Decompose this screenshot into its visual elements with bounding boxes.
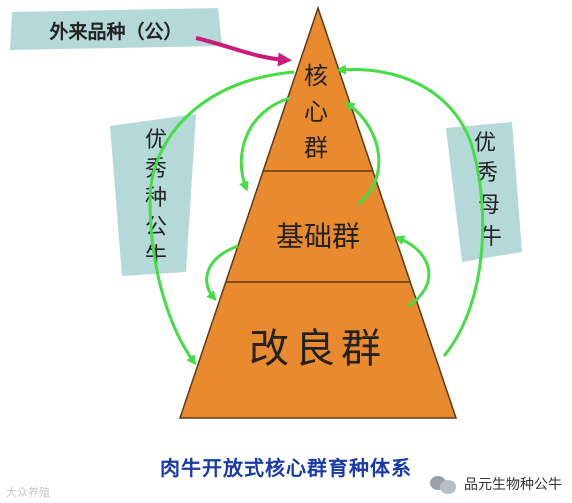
watermark-right: 品元生物种公牛 — [430, 474, 562, 494]
foreign-bull-label: 外来品种（公） — [49, 20, 182, 43]
elite-cow-char-2: 秀 — [476, 161, 498, 186]
core-group-label-2: 心 — [304, 98, 328, 126]
arrow-improve-to-base-right — [394, 235, 431, 308]
elite-bull-char-3: 种 — [145, 186, 167, 211]
elite-bull-char-2: 秀 — [145, 157, 167, 182]
elite-cow-char-1: 优 — [474, 131, 496, 156]
arrow-core-to-base-left — [239, 96, 291, 192]
improve-group-label: 改良群 — [249, 326, 387, 372]
watermark-left: 大众养殖 — [6, 486, 50, 499]
elite-bull-box — [110, 114, 196, 276]
diagram-caption: 肉牛开放式核心群育种体系 — [160, 456, 412, 480]
arrow-base-to-improve-left — [205, 244, 239, 302]
core-group-label-1: 核 — [304, 62, 328, 90]
arrow-base-to-core-right — [344, 101, 381, 206]
elite-cow-char-4: 牛 — [480, 225, 502, 250]
arrow-improve-to-core-right — [336, 64, 485, 357]
foreign-bull-box — [10, 8, 222, 50]
elite-bull-char-4: 公 — [145, 215, 167, 240]
base-group-label: 基础群 — [276, 220, 360, 253]
arrow-core-to-improve-left — [148, 70, 295, 366]
watermark-right-text: 品元生物种公牛 — [464, 477, 562, 493]
wechat-icon — [430, 474, 458, 494]
pyramid — [178, 5, 458, 419]
elite-cow-box — [446, 122, 522, 262]
core-group-label-3: 群 — [304, 134, 328, 162]
elite-bull-char-1: 优 — [145, 128, 167, 153]
elite-bull-char-5: 牛 — [145, 244, 167, 269]
foreign-bull-arrow — [195, 36, 292, 67]
